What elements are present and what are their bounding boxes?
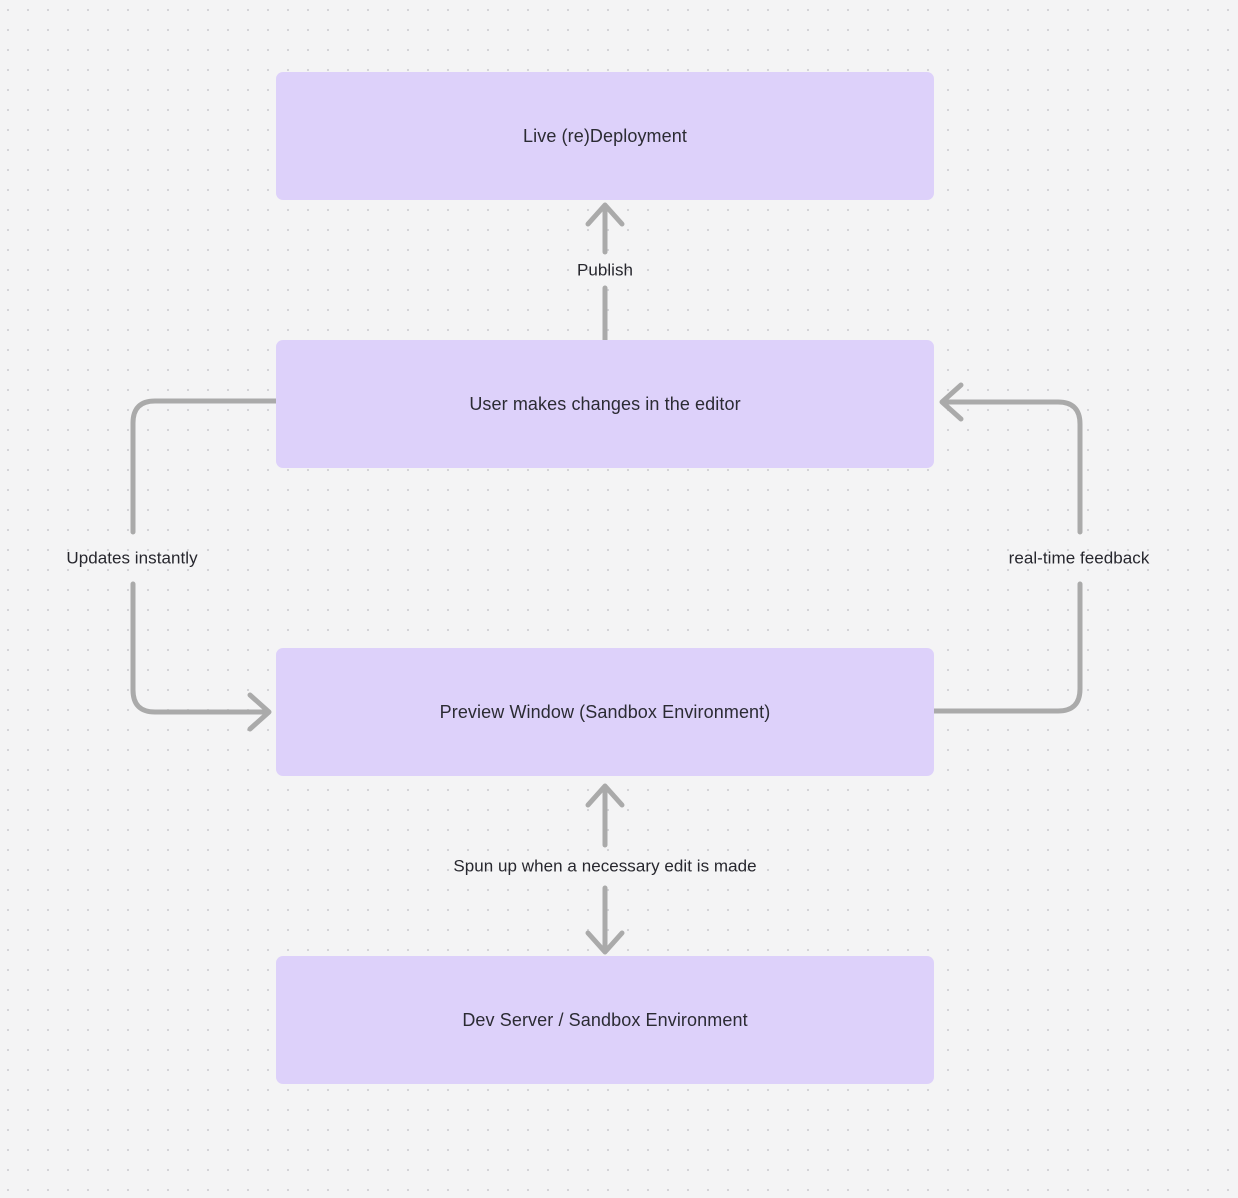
edge-label-spun-up: Spun up when a necessary edit is made — [453, 856, 757, 876]
edge-label-updates-instantly: Updates instantly — [66, 548, 198, 568]
node-preview-window[interactable]: Preview Window (Sandbox Environment) — [276, 648, 934, 776]
node-user-edits[interactable]: User makes changes in the editor — [276, 340, 934, 468]
edge-label-publish: Publish — [576, 260, 634, 280]
node-dev-server[interactable]: Dev Server / Sandbox Environment — [276, 956, 934, 1084]
node-label: Live (re)Deployment — [523, 125, 687, 146]
node-label: User makes changes in the editor — [469, 393, 741, 414]
node-label: Preview Window (Sandbox Environment) — [439, 701, 771, 722]
node-live-deployment[interactable]: Live (re)Deployment — [276, 72, 934, 200]
node-label: Dev Server / Sandbox Environment — [462, 1009, 748, 1030]
edge-label-real-time-feedback: real-time feedback — [1008, 548, 1150, 568]
